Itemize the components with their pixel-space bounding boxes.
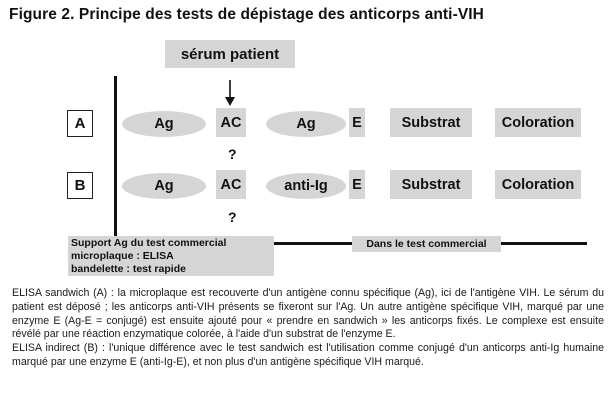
- row-b-label: B: [67, 172, 93, 199]
- row-a-conjugate-antigen: Ag: [266, 111, 346, 137]
- row-b-enzyme: E: [349, 170, 365, 199]
- commercial-line-right: [501, 242, 587, 245]
- caption-paragraph-indirect: ELISA indirect (B) : l'unique différence…: [12, 342, 604, 368]
- commercial-line-left: [274, 242, 352, 245]
- row-a-enzyme: E: [349, 108, 365, 137]
- down-arrow-icon: [225, 80, 235, 106]
- row-b-substrate: Substrat: [390, 170, 472, 199]
- support-line-2: microplaque : ELISA: [71, 250, 174, 262]
- caption-text: ELISA sandwich (A) : la microplaque est …: [12, 287, 604, 370]
- support-line-1: Support Ag du test commercial: [71, 237, 227, 249]
- row-b-question-mark: ?: [228, 209, 237, 225]
- figure-title: Figure 2. Principe des tests de dépistag…: [9, 6, 484, 23]
- row-a-label: A: [67, 110, 93, 137]
- row-a-question-mark: ?: [228, 146, 237, 162]
- serum-patient-box: sérum patient: [165, 40, 295, 68]
- row-a-antibody: AC: [216, 108, 246, 137]
- row-a-antigen: Ag: [122, 111, 206, 137]
- commercial-label-box: Dans le test commercial: [352, 236, 501, 252]
- row-b-antibody: AC: [216, 170, 246, 199]
- row-a-substrate: Substrat: [390, 108, 472, 137]
- row-b-conjugate-anti-ig: anti-Ig: [266, 173, 346, 199]
- support-line-3: bandelette : test rapide: [71, 263, 186, 275]
- row-a-coloration: Coloration: [495, 108, 581, 137]
- support-label-box: Support Ag du test commercial microplaqu…: [68, 236, 274, 276]
- row-b-coloration: Coloration: [495, 170, 581, 199]
- vertical-support-line: [114, 76, 117, 238]
- row-b-antigen: Ag: [122, 173, 206, 199]
- caption-paragraph-sandwich: ELISA sandwich (A) : la microplaque est …: [12, 287, 604, 341]
